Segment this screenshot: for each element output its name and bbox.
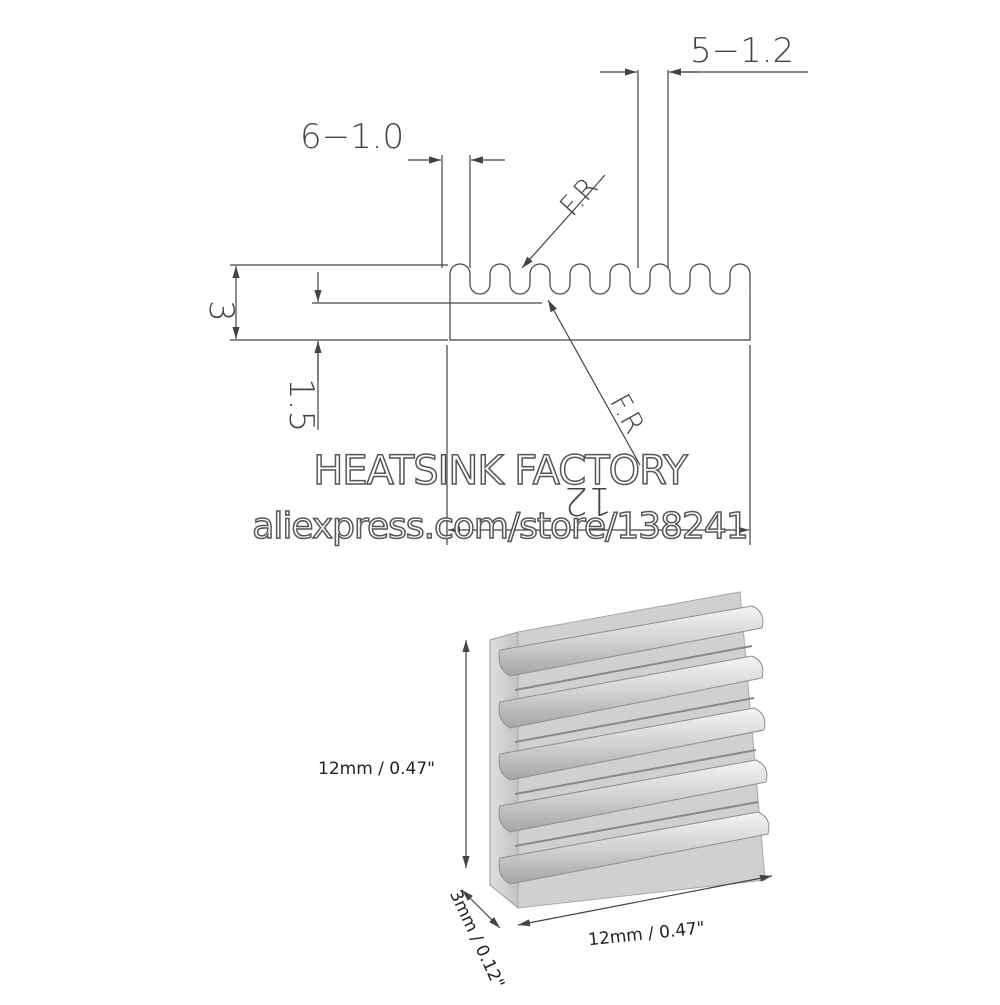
photo-width-label: 12mm / 0.47" bbox=[587, 918, 705, 950]
photo-depth-label: 3mm / 0.12" bbox=[445, 887, 508, 992]
height-label: 3 bbox=[201, 300, 241, 322]
width-label: 12 bbox=[564, 479, 612, 523]
technical-drawing bbox=[230, 68, 808, 545]
photo-dimensions bbox=[461, 640, 773, 929]
fillet-radius-label-top: F.R bbox=[553, 171, 604, 223]
heatsink-photo bbox=[489, 591, 770, 910]
heatsink-fins bbox=[498, 605, 770, 885]
fin-width-label: 5−1.2 bbox=[690, 31, 794, 71]
watermark-url: aliexpress.com/store/138241 bbox=[252, 505, 750, 548]
photo-height-label: 12mm / 0.47" bbox=[318, 759, 435, 779]
fin-spacing-label: 6−1.0 bbox=[300, 117, 404, 157]
heatsink-grooves bbox=[514, 645, 759, 847]
photo-width-arrow bbox=[517, 874, 773, 927]
fr-leader-top bbox=[521, 174, 606, 269]
fillet-radius-label-bottom: F.R bbox=[603, 388, 651, 439]
photo-depth-arrow bbox=[461, 889, 501, 929]
base-label: 1.5 bbox=[281, 378, 321, 432]
fr-leader-bottom bbox=[547, 299, 641, 466]
watermark-title: HEATSINK FACTORY bbox=[312, 447, 688, 495]
heatsink-profile bbox=[449, 263, 751, 341]
